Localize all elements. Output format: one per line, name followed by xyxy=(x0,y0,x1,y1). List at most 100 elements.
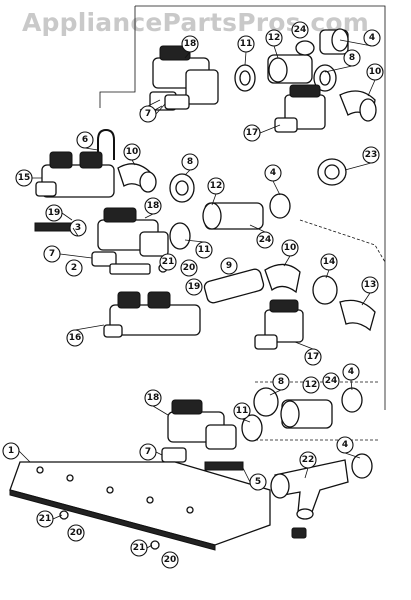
svg-text:24: 24 xyxy=(325,376,338,386)
callout-4c[interactable]: 4 xyxy=(342,363,360,381)
elbow-10a xyxy=(339,90,377,122)
callout-10c[interactable]: 10 xyxy=(281,239,299,257)
callout-2[interactable]: 2 xyxy=(65,259,83,277)
svg-text:14: 14 xyxy=(323,257,336,267)
callout-4b[interactable]: 4 xyxy=(264,164,282,182)
callout-19b[interactable]: 19 xyxy=(185,278,203,296)
callout-12b[interactable]: 12 xyxy=(207,177,225,195)
svg-text:8: 8 xyxy=(349,53,355,63)
callout-12c[interactable]: 12 xyxy=(302,376,320,394)
elbow-10c xyxy=(264,263,301,294)
callout-10a[interactable]: 10 xyxy=(366,63,384,81)
callout-6[interactable]: 6 xyxy=(76,131,94,149)
wye-fitting-22 xyxy=(270,459,349,520)
callout-12a[interactable]: 12 xyxy=(265,29,283,47)
callout-14[interactable]: 14 xyxy=(320,253,338,271)
hose-fitting-7b xyxy=(91,251,117,267)
svg-text:21: 21 xyxy=(133,543,146,553)
svg-text:17: 17 xyxy=(246,128,259,138)
callout-13[interactable]: 13 xyxy=(361,276,379,294)
svg-text:8: 8 xyxy=(278,377,284,387)
callout-7a[interactable]: 7 xyxy=(139,105,157,123)
svg-text:7: 7 xyxy=(145,447,151,457)
svg-text:20: 20 xyxy=(70,528,83,538)
callout-16[interactable]: 16 xyxy=(66,329,84,347)
callout-20a[interactable]: 20 xyxy=(180,259,198,277)
callout-5[interactable]: 5 xyxy=(249,473,267,491)
callout-24c[interactable]: 24 xyxy=(322,372,340,390)
solenoid-valve-17a xyxy=(274,84,326,133)
callout-7c[interactable]: 7 xyxy=(139,443,157,461)
callout-8a[interactable]: 8 xyxy=(343,49,361,67)
svg-text:4: 4 xyxy=(342,440,348,450)
coupling-8a xyxy=(313,64,337,92)
svg-text:10: 10 xyxy=(284,243,297,253)
callout-4a[interactable]: 4 xyxy=(363,29,381,47)
callout-1[interactable]: 1 xyxy=(2,442,20,460)
svg-text:19: 19 xyxy=(48,208,61,218)
coupling-11b xyxy=(169,222,191,250)
callout-11a[interactable]: 11 xyxy=(237,35,255,53)
tee-fitting-12a xyxy=(267,40,315,84)
callout-3[interactable]: 3 xyxy=(69,219,87,237)
hose-fitting-7c xyxy=(161,447,187,463)
svg-text:7: 7 xyxy=(145,109,151,119)
callout-4d[interactable]: 4 xyxy=(336,436,354,454)
callout-18b[interactable]: 18 xyxy=(144,197,162,215)
svg-text:10: 10 xyxy=(369,67,382,77)
callout-21b[interactable]: 21 xyxy=(36,510,54,528)
callout-24a[interactable]: 24 xyxy=(256,231,274,249)
pipe-12c xyxy=(280,399,333,429)
callout-11c[interactable]: 11 xyxy=(233,402,251,420)
callout-24b[interactable]: 24 xyxy=(291,21,309,39)
svg-text:12: 12 xyxy=(210,181,223,191)
callout-18a[interactable]: 18 xyxy=(181,35,199,53)
svg-text:9: 9 xyxy=(226,261,232,271)
svg-text:13: 13 xyxy=(364,280,377,290)
callout-10b[interactable]: 10 xyxy=(123,143,141,161)
callout-21a[interactable]: 21 xyxy=(159,253,177,271)
svg-text:3: 3 xyxy=(75,223,81,233)
svg-text:7: 7 xyxy=(49,249,55,259)
callout-11b[interactable]: 11 xyxy=(195,241,213,259)
u-bracket-6 xyxy=(97,128,115,160)
svg-text:24: 24 xyxy=(294,25,307,35)
callout-23[interactable]: 23 xyxy=(362,146,380,164)
screen-filter-3 xyxy=(34,222,74,232)
svg-text:1: 1 xyxy=(8,446,14,456)
callout-21c[interactable]: 21 xyxy=(130,539,148,557)
callout-20c[interactable]: 20 xyxy=(161,551,179,569)
callout-18c[interactable]: 18 xyxy=(144,389,162,407)
callout-17b[interactable]: 17 xyxy=(304,348,322,366)
water-valve-top xyxy=(139,45,219,117)
solenoid-valve-17b xyxy=(254,299,304,350)
dual-valve-16 xyxy=(103,291,201,338)
callout-22[interactable]: 22 xyxy=(299,451,317,469)
callout-9[interactable]: 9 xyxy=(220,257,238,275)
water-valve-18b xyxy=(97,207,169,257)
callout-15[interactable]: 15 xyxy=(15,169,33,187)
svg-text:11: 11 xyxy=(236,406,249,416)
grommet xyxy=(291,527,307,539)
svg-text:19: 19 xyxy=(188,282,201,292)
callout-17a[interactable]: 17 xyxy=(243,124,261,142)
callout-7b[interactable]: 7 xyxy=(43,245,61,263)
callout-19a[interactable]: 19 xyxy=(45,204,63,222)
hose-fitting-7a xyxy=(164,94,190,110)
svg-text:8: 8 xyxy=(187,157,193,167)
callout-8b[interactable]: 8 xyxy=(181,153,199,171)
callout-8c[interactable]: 8 xyxy=(272,373,290,391)
svg-text:6: 6 xyxy=(82,135,88,145)
pipe-9 xyxy=(203,268,265,304)
svg-text:18: 18 xyxy=(147,393,160,403)
svg-text:5: 5 xyxy=(255,477,261,487)
svg-text:23: 23 xyxy=(365,150,378,160)
callout-20b[interactable]: 20 xyxy=(67,524,85,542)
nipple-4d xyxy=(351,453,373,479)
bracket-2 xyxy=(109,263,151,275)
svg-text:4: 4 xyxy=(369,33,375,43)
svg-text:11: 11 xyxy=(198,245,211,255)
svg-text:18: 18 xyxy=(184,39,197,49)
